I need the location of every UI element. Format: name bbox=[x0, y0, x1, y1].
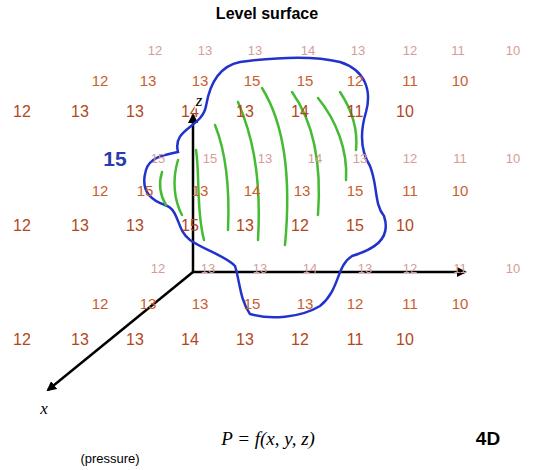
pressure-value: 13 bbox=[296, 296, 315, 311]
pressure-value: 14 bbox=[243, 183, 262, 198]
dimension-tag: 4D bbox=[475, 429, 501, 448]
pressure-value: 13 bbox=[235, 104, 255, 120]
pressure-value: 14 bbox=[290, 104, 310, 120]
pressure-value: 13 bbox=[252, 262, 268, 275]
pressure-value: 13 bbox=[197, 44, 213, 57]
pressure-value: 12 bbox=[91, 183, 110, 198]
pressure-value: 13 bbox=[357, 262, 373, 275]
pressure-value: 12 bbox=[91, 73, 110, 88]
pressure-value: 13 bbox=[200, 262, 216, 275]
pressure-value: 13 bbox=[235, 332, 255, 348]
pressure-value: 11 bbox=[346, 104, 365, 120]
pressure-value: 14 bbox=[300, 44, 316, 57]
pressure-value: 12 bbox=[290, 218, 310, 234]
pressure-value: 11 bbox=[452, 262, 468, 275]
pressure-value: 15 bbox=[202, 152, 218, 165]
pressure-value: 11 bbox=[401, 73, 419, 88]
pressure-value: 15 bbox=[136, 183, 155, 198]
pressure-value: 13 bbox=[191, 73, 210, 88]
pressure-value: 12 bbox=[12, 332, 32, 348]
pressure-value: 10 bbox=[395, 104, 415, 120]
pressure-value: 10 bbox=[451, 183, 470, 198]
pressure-value: 14 bbox=[302, 262, 318, 275]
pressure-value: 12 bbox=[12, 104, 32, 120]
pressure-value: 15 bbox=[243, 296, 262, 311]
pressure-value: 10 bbox=[451, 73, 470, 88]
pressure-value: 11 bbox=[346, 332, 365, 348]
pressure-value: 13 bbox=[352, 152, 368, 165]
pressure-value: 13 bbox=[293, 183, 312, 198]
pressure-value: 10 bbox=[505, 262, 521, 275]
pressure-value: 12 bbox=[402, 152, 418, 165]
pressure-value: 10 bbox=[451, 296, 470, 311]
note: (pressure) bbox=[79, 452, 140, 465]
pressure-value: 14 bbox=[307, 152, 323, 165]
pressure-value: 12 bbox=[346, 73, 365, 88]
pressure-value: 13 bbox=[125, 332, 145, 348]
pressure-value: 15 bbox=[345, 218, 365, 234]
pressure-value: 12 bbox=[12, 218, 32, 234]
pressure-value: 15 bbox=[180, 218, 200, 234]
pressure-value: 12 bbox=[147, 44, 163, 57]
pressure-value: 11 bbox=[450, 44, 466, 57]
pressure-value: 13 bbox=[191, 183, 210, 198]
pressure-value: 15 bbox=[296, 73, 315, 88]
pressure-value: 10 bbox=[395, 218, 415, 234]
pressure-value: 14 bbox=[180, 332, 200, 348]
pressure-value: 13 bbox=[139, 73, 158, 88]
pressure-value: 12 bbox=[91, 296, 110, 311]
axes bbox=[48, 115, 465, 390]
pressure-value: 13 bbox=[125, 218, 145, 234]
pressure-value: 15 bbox=[243, 73, 262, 88]
pressure-value: 13 bbox=[257, 152, 273, 165]
axis-label: x bbox=[39, 400, 49, 417]
pressure-value: 11 bbox=[401, 296, 419, 311]
pressure-value: 12 bbox=[150, 262, 166, 275]
pressure-value: 12 bbox=[402, 44, 418, 57]
pressure-value: 11 bbox=[401, 183, 419, 198]
pressure-value: 15 bbox=[150, 152, 166, 165]
axis-label: z bbox=[195, 92, 204, 109]
pressure-value: 11 bbox=[452, 152, 468, 165]
level-value: 15 bbox=[102, 148, 127, 169]
formula: P = f(x, y, z) bbox=[220, 429, 316, 448]
pressure-value: 13 bbox=[247, 44, 263, 57]
pressure-value: 12 bbox=[346, 296, 365, 311]
pressure-value: 10 bbox=[395, 332, 415, 348]
pressure-value: 12 bbox=[290, 332, 310, 348]
level-surface-outline bbox=[144, 58, 386, 317]
pressure-value: 13 bbox=[350, 44, 366, 57]
pressure-value: 13 bbox=[70, 332, 90, 348]
pressure-value: 13 bbox=[139, 296, 158, 311]
pressure-value: 12 bbox=[402, 262, 418, 275]
title: Level surface bbox=[215, 6, 319, 22]
pressure-value: 10 bbox=[505, 152, 521, 165]
pressure-value: 13 bbox=[235, 218, 255, 234]
pressure-value: 13 bbox=[70, 104, 90, 120]
contour-lines bbox=[160, 88, 356, 245]
pressure-value: 13 bbox=[125, 104, 145, 120]
pressure-value: 10 bbox=[505, 44, 521, 57]
pressure-value: 13 bbox=[70, 218, 90, 234]
pressure-value: 15 bbox=[346, 183, 365, 198]
pressure-value: 13 bbox=[191, 296, 210, 311]
